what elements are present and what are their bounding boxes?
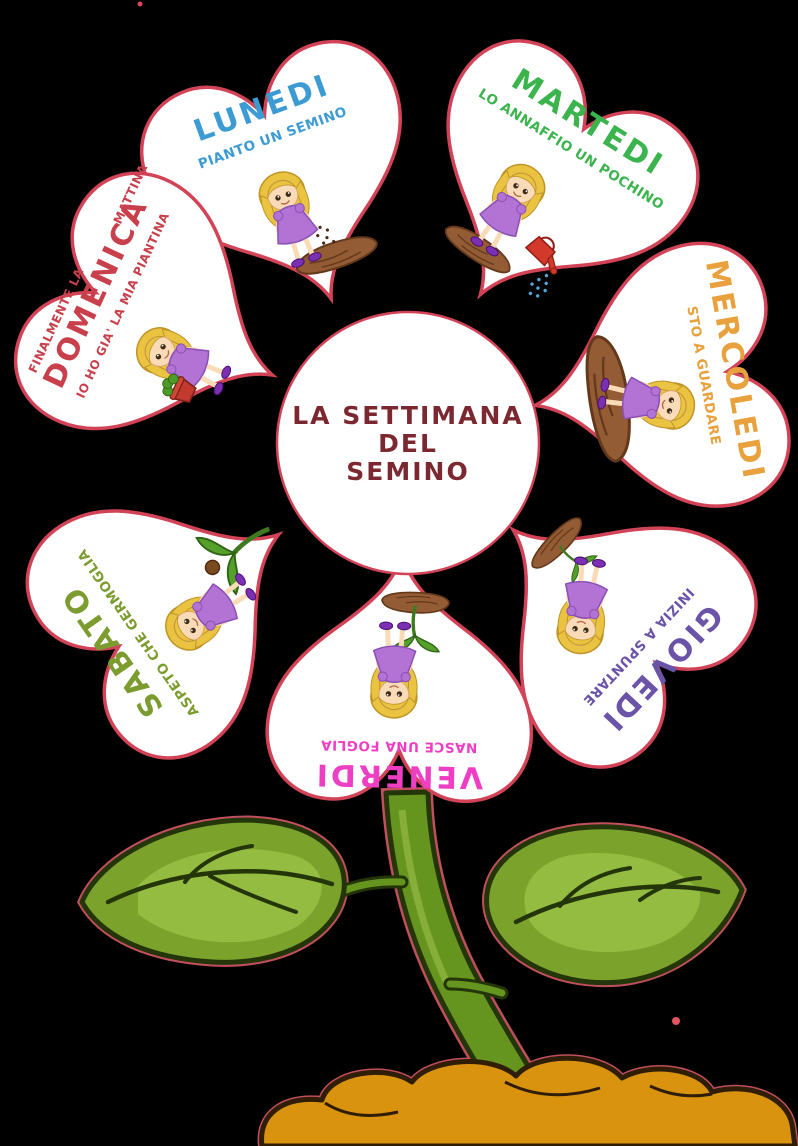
petal-venerdi: VENERDI NASCE UNA FOGLIA — [264, 550, 537, 805]
decorative-dot-right — [672, 1017, 680, 1025]
petal-caption: NASCE UNA FOGLIA — [321, 737, 478, 756]
petal-day-label: VENERDI — [313, 757, 483, 795]
petal-mercoledi: MERCOLEDI STO A GUARDARE — [510, 231, 798, 538]
right-leaf-icon — [484, 824, 745, 986]
petal-lunedi: LUNEDI PIANTO UN SEMINO — [121, 21, 458, 346]
soil-mound — [259, 1055, 798, 1146]
stem-highlight — [398, 809, 452, 987]
flower-plant — [77, 786, 798, 1146]
flower-center: LA SETTIMANA DEL SEMINO — [275, 310, 541, 576]
left-leaf-icon — [79, 817, 347, 965]
petal-giovedi: GIOVEDI INIZIA A SPUNTARE — [421, 431, 785, 796]
water-drops-icon — [524, 269, 556, 302]
decorative-dot-top — [137, 1, 143, 7]
right-petiole — [446, 980, 506, 997]
poster-title-line-3: SEMINO — [346, 457, 469, 486]
poster-title-line-2: DEL — [378, 429, 438, 458]
center-circle — [275, 310, 541, 576]
seedling-with-bud-icon — [188, 501, 289, 600]
poster-title-line-1: LA SETTIMANA — [292, 401, 524, 430]
